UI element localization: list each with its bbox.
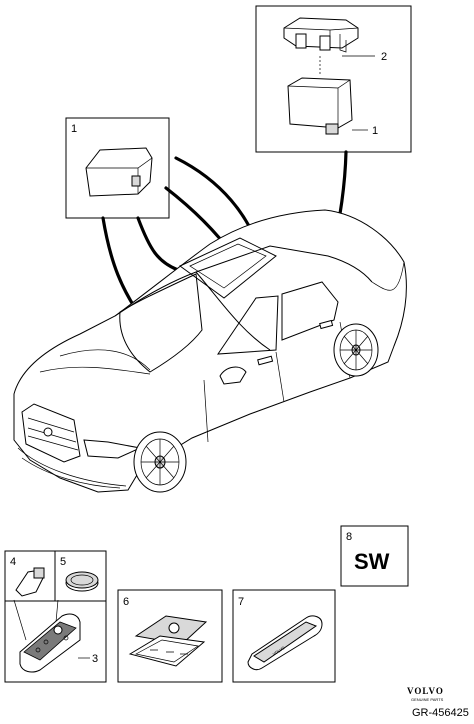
callout-5: 5 <box>60 556 66 568</box>
slim-key: VOLVO <box>247 615 323 671</box>
key-fob <box>19 613 81 673</box>
logo-sub: GENUINE PARTS <box>411 697 444 702</box>
callout-6: 6 <box>123 596 129 608</box>
box-3: 3 <box>4 599 107 683</box>
car-illustration <box>13 209 407 493</box>
key-blade <box>15 567 45 597</box>
detail-box-top-right: 2 1 <box>255 5 412 153</box>
coin-battery <box>65 571 99 592</box>
callout-4: 4 <box>10 556 16 568</box>
front-wheel <box>133 431 187 493</box>
fob-lettering: VOLVO <box>272 645 286 657</box>
rear-wheel <box>333 323 379 377</box>
box-4: 4 <box>4 550 56 602</box>
callout-1-top: 1 <box>372 125 378 137</box>
callout-3: 3 <box>92 653 98 665</box>
box-6: 6 <box>117 589 223 683</box>
callout-2: 2 <box>381 51 387 63</box>
bracket-part <box>283 17 359 53</box>
fob-cover <box>128 615 208 667</box>
callout-1-left: 1 <box>71 123 77 135</box>
volvo-logo: VOLVO GENUINE PARTS <box>407 686 444 702</box>
box-7: 7 VOLVO <box>232 589 336 683</box>
detail-box-top-left: 1 <box>65 117 170 219</box>
callout-7: 7 <box>238 596 244 608</box>
module-part-top <box>287 77 353 135</box>
logo-brand: VOLVO <box>407 686 444 696</box>
module-part-left <box>85 147 153 197</box>
box-5: 5 <box>54 550 107 602</box>
software-box: 8 SW <box>340 525 409 587</box>
reference-number: GR-456425 <box>412 707 469 719</box>
callout-8: 8 <box>346 531 352 543</box>
sw-label: SW <box>354 549 390 574</box>
